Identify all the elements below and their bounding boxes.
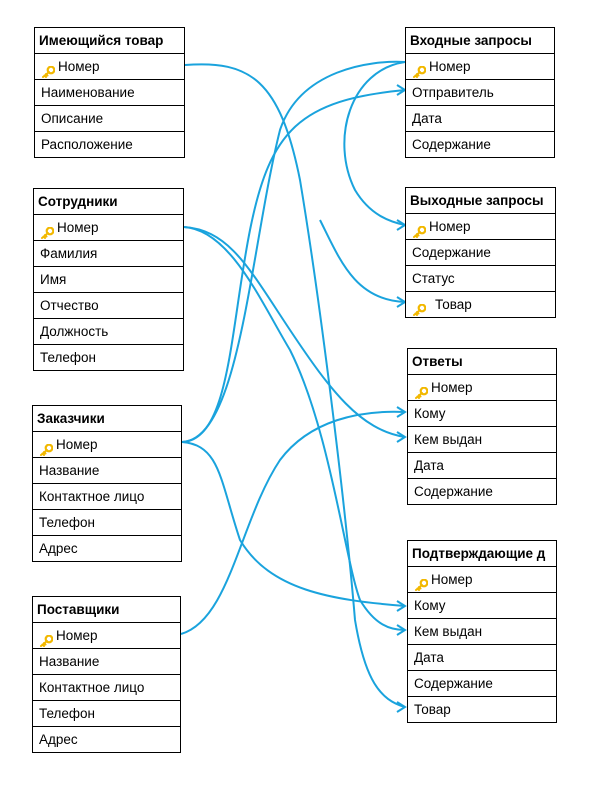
- field: Кому: [408, 593, 556, 619]
- arrowhead: [396, 219, 407, 231]
- relationship-link: [343, 61, 406, 226]
- relationship-link: [183, 226, 406, 631]
- field: Дата: [408, 453, 556, 479]
- key-icon: [414, 574, 429, 591]
- field-key: Номер: [34, 215, 183, 241]
- entity-title: Поставщики: [33, 597, 180, 623]
- arrowhead: [396, 431, 407, 443]
- entity-title: Имеющийся товар: [35, 28, 184, 54]
- key-icon: [40, 222, 55, 239]
- field: Контактное лицо: [33, 675, 180, 701]
- entity-title: Ответы: [408, 349, 556, 375]
- key-icon: [39, 439, 54, 456]
- field: Название: [33, 458, 181, 484]
- field: Адрес: [39, 541, 78, 556]
- entity-title: Подтверждающие д: [408, 541, 556, 567]
- field: Отчество: [34, 293, 183, 319]
- field-key: Номер: [406, 54, 554, 80]
- field: Имя: [34, 267, 183, 293]
- field: Контактное лицо: [33, 484, 181, 510]
- field: Должность: [34, 319, 183, 345]
- field: Кому: [408, 401, 556, 427]
- entity-incoming: Входные запросы Номер Отправитель Дата С…: [405, 27, 555, 158]
- field: Расположение: [41, 137, 133, 152]
- field-key: Номер: [408, 567, 556, 593]
- field: Статус: [406, 266, 555, 292]
- relationship-link: [319, 219, 406, 303]
- arrowhead: [396, 624, 407, 636]
- relationship-link: [181, 60, 406, 443]
- relationship-link: [181, 89, 406, 443]
- key-icon: [39, 630, 54, 647]
- entity-stock: Имеющийся товар Номер Наименование Описа…: [34, 27, 185, 158]
- field-key: Номер: [406, 214, 555, 240]
- entity-title: Заказчики: [33, 406, 181, 432]
- field: Дата: [406, 106, 554, 132]
- field-key: Номер: [35, 54, 184, 80]
- relationship-link: [183, 226, 406, 438]
- key-icon: [414, 382, 429, 399]
- entity-customers: Заказчики Номер Название Контактное лицо…: [32, 405, 182, 562]
- relationship-link: [184, 63, 406, 708]
- field-key: Номер: [408, 375, 556, 401]
- field: Телефон: [33, 510, 181, 536]
- key-icon: [41, 61, 56, 78]
- field: Описание: [35, 106, 184, 132]
- field: Товар: [414, 702, 451, 717]
- field: Кем выдан: [408, 427, 556, 453]
- key-icon: [412, 221, 427, 238]
- relationship-link: [181, 441, 406, 607]
- arrowhead: [396, 84, 407, 96]
- entity-suppliers: Поставщики Номер Название Контактное лиц…: [32, 596, 181, 753]
- arrowhead: [396, 296, 407, 308]
- entity-outgoing: Выходные запросы Номер Содержание Статус…: [405, 187, 556, 318]
- field: Содержание: [406, 240, 555, 266]
- field: Телефон: [33, 701, 180, 727]
- field: Содержание: [408, 671, 556, 697]
- entity-title: Выходные запросы: [406, 188, 555, 214]
- entity-title: Входные запросы: [406, 28, 554, 54]
- field-key: Товар: [406, 292, 555, 317]
- field-key: Номер: [33, 432, 181, 458]
- field-key: Номер: [33, 623, 180, 649]
- field: Фамилия: [34, 241, 183, 267]
- field: Содержание: [414, 484, 493, 499]
- key-icon: [412, 61, 427, 78]
- field: Отправитель: [406, 80, 554, 106]
- field: Адрес: [39, 732, 78, 747]
- entity-title: Сотрудники: [34, 189, 183, 215]
- field: Содержание: [412, 137, 491, 152]
- entity-staff: Сотрудники Номер Фамилия Имя Отчество До…: [33, 188, 184, 371]
- field: Телефон: [40, 350, 97, 365]
- entity-confirm: Подтверждающие д Номер Кому Кем выдан Да…: [407, 540, 557, 723]
- arrowhead: [396, 701, 407, 713]
- arrowhead: [396, 406, 407, 418]
- field: Кем выдан: [408, 619, 556, 645]
- arrowhead: [396, 600, 407, 612]
- key-icon: [412, 299, 427, 316]
- field: Название: [33, 649, 180, 675]
- field: Дата: [408, 645, 556, 671]
- field: Наименование: [35, 80, 184, 106]
- entity-answers: Ответы Номер Кому Кем выдан Дата Содержа…: [407, 348, 557, 505]
- relationship-link: [180, 410, 406, 635]
